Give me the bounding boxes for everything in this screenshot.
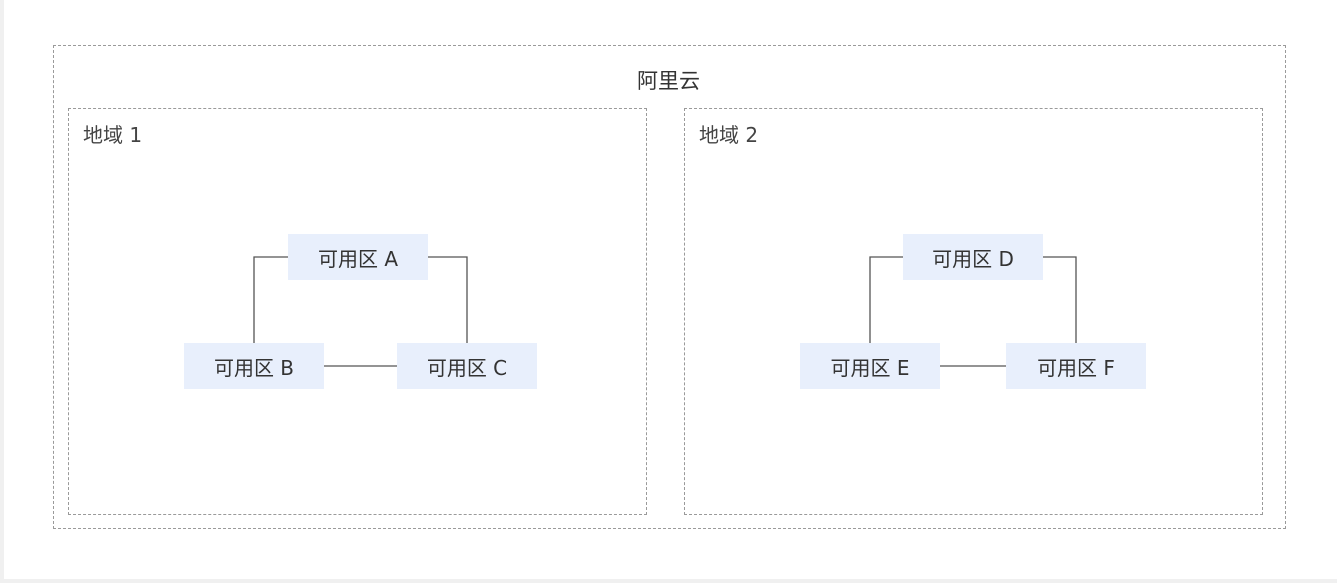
region-1-label: 地域 1 [83,123,143,147]
zone-b: 可用区 B [184,343,324,389]
region-2-boundary [684,108,1263,515]
region-2-label: 地域 2 [699,123,759,147]
cloud-label: 阿里云 [637,69,700,93]
zone-d: 可用区 D [903,234,1043,280]
zone-c: 可用区 C [397,343,537,389]
diagram-canvas [4,0,1337,579]
region-1-boundary [68,108,647,515]
zone-f: 可用区 F [1006,343,1146,389]
zone-a: 可用区 A [288,234,428,280]
zone-e: 可用区 E [800,343,940,389]
cloud-boundary [53,45,1286,529]
